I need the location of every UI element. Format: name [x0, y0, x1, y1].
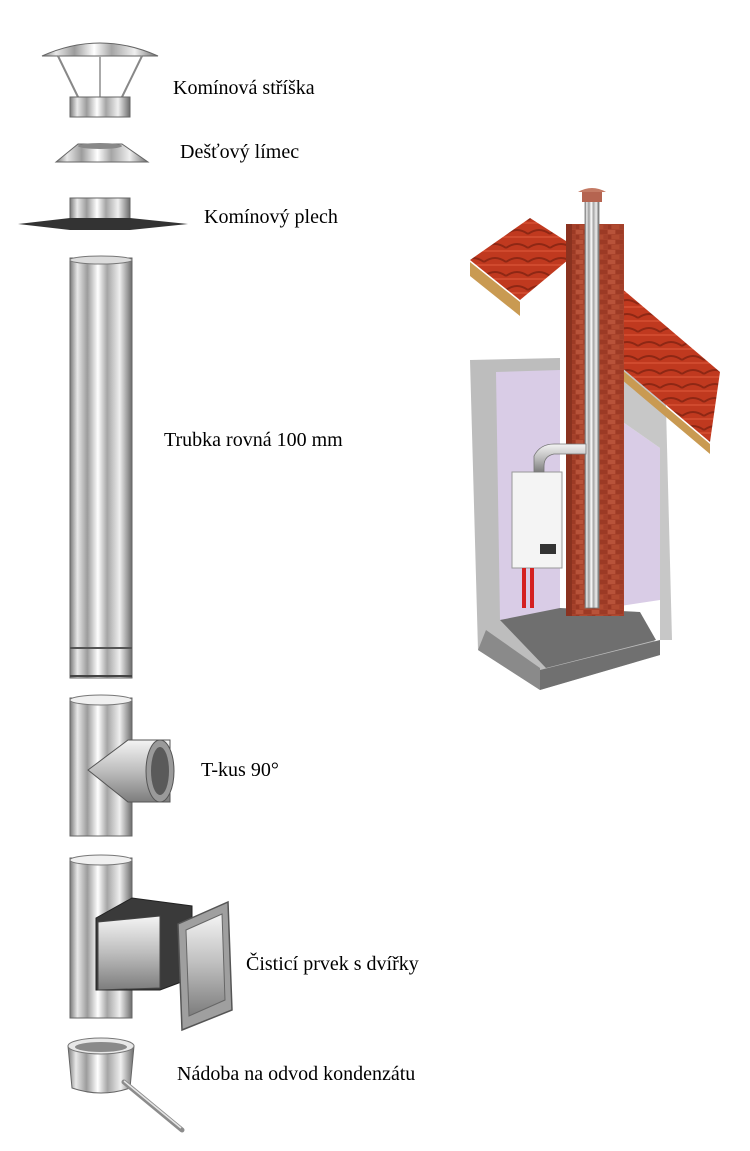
- rain-collar-icon: [54, 143, 150, 163]
- chimney-installation-illustration: [470, 188, 720, 690]
- part-label-collar: Dešťový límec: [180, 141, 300, 163]
- condensate-cup-icon: [67, 1037, 185, 1133]
- part-label-cap: Komínová stříška: [173, 77, 315, 99]
- part-label-plate: Komínový plech: [204, 206, 338, 228]
- chimney-cap-icon: [41, 42, 159, 118]
- part-label-pipe: Trubka rovná 100 mm: [164, 429, 343, 451]
- straight-pipe-icon: [69, 255, 133, 679]
- part-label-tee: T-kus 90°: [201, 759, 279, 781]
- tee-piece-icon: [69, 694, 175, 837]
- part-label-drain: Nádoba na odvod kondenzátu: [177, 1063, 416, 1085]
- cleanout-door-icon: [69, 854, 233, 1032]
- part-label-cleanout: Čisticí prvek s dvířky: [246, 953, 419, 975]
- chimney-plate-icon: [18, 197, 188, 230]
